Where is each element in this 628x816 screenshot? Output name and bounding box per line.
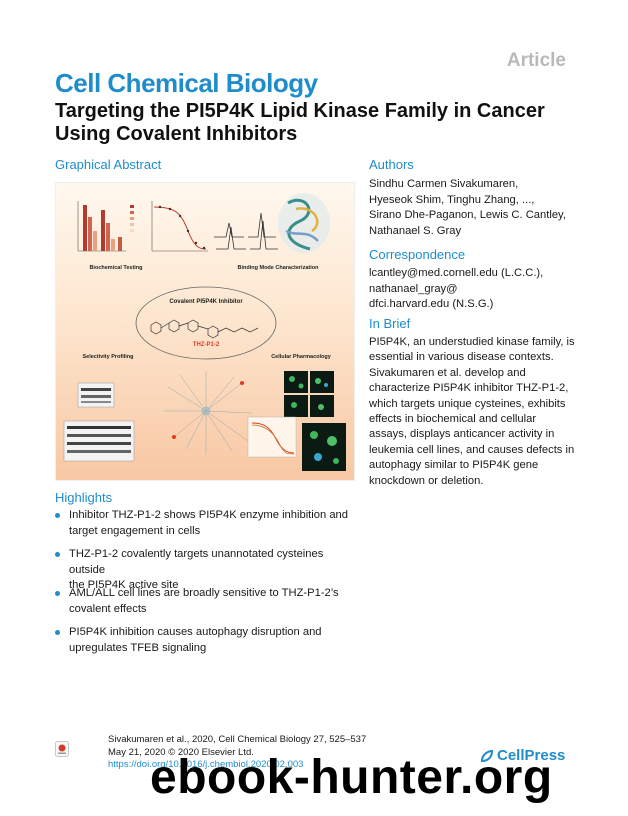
viability-curve-icon	[247, 416, 297, 458]
bullet-icon	[55, 591, 60, 596]
check-for-updates-icon[interactable]	[55, 741, 69, 757]
microscopy-images-icon	[284, 371, 346, 471]
panel-label-inhibitor: Covalent PI5P4K Inhibitor	[169, 299, 243, 305]
panel-label-biochem: Biochemical Testing	[89, 265, 142, 271]
publisher-logo: CellPress	[497, 747, 566, 764]
compound-label: THZ-P1-2	[193, 342, 220, 348]
biochem-bar-chart-icon	[77, 201, 134, 252]
protein-structure-icon	[278, 193, 330, 253]
authors-heading: Authors	[369, 157, 414, 172]
article-title: Targeting the PI5P4K Lipid Kinase Family…	[55, 100, 545, 145]
article-type-label: Article	[506, 50, 566, 71]
dose-response-icon	[151, 201, 208, 252]
kinome-tree-icon	[164, 371, 253, 455]
panel-label-binding: Binding Mode Characterization	[238, 265, 320, 271]
mass-spec-peaks-icon	[214, 212, 278, 250]
in-brief-heading: In Brief	[369, 316, 411, 331]
bullet-icon	[55, 552, 60, 557]
panel-label-selectivity: Selectivity Profiling	[82, 354, 133, 360]
correspondence-heading: Correspondence	[369, 247, 466, 262]
journal-name: Cell Chemical Biology	[55, 68, 318, 98]
graphical-abstract-heading: Graphical Abstract	[55, 157, 162, 172]
authors-list: Sindhu Carmen Sivakumaren, Hyeseok Shim,…	[369, 178, 566, 237]
cellpress-logo-icon	[480, 749, 494, 763]
bullet-icon	[55, 630, 60, 635]
highlights-heading: Highlights	[55, 490, 113, 505]
chemical-structure-icon	[150, 319, 259, 339]
citation-block: Sivakumaren et al., 2020, Cell Chemical …	[108, 734, 367, 770]
doi-link[interactable]: https://doi.org/10.1016/j.chembiol.2020.…	[108, 759, 304, 770]
panel-label-cellular: Cellular Pharmacology	[271, 354, 332, 360]
watermark: ebook-hunter.org	[150, 751, 553, 804]
in-brief-text: PI5P4K, an understudied kinase family, i…	[369, 336, 575, 487]
correspondence-emails[interactable]: lcantley@med.cornell.edu (L.C.C.), natha…	[369, 267, 544, 311]
western-blot-icon	[63, 382, 135, 462]
graphical-abstract-figure: Biochemical Testing Binding Mode Charact…	[55, 182, 355, 481]
bullet-icon	[55, 513, 60, 518]
